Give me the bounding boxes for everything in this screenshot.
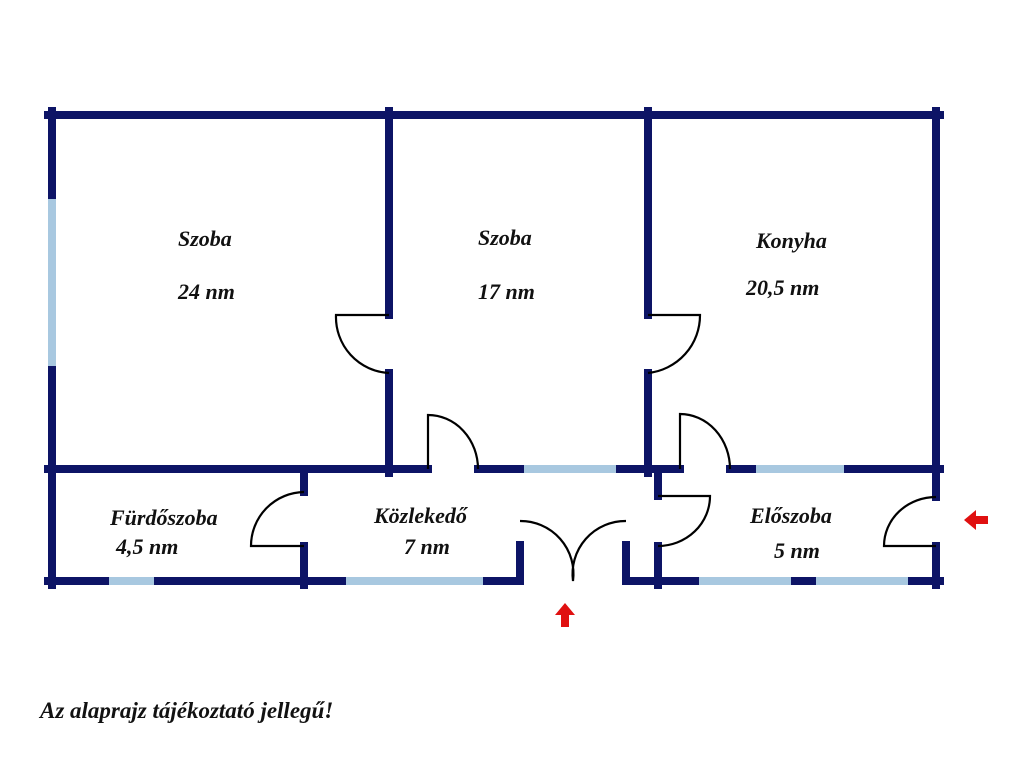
- room-area-eloszoba: 5 nm: [774, 538, 820, 563]
- red-left-arrow-icon: [964, 510, 988, 530]
- room-name-konyha: Konyha: [755, 228, 827, 253]
- doors: [249, 313, 937, 582]
- door-szoba2-hall: [426, 413, 480, 470]
- door-konyha-hall: [678, 412, 732, 470]
- room-area-szoba-1: 24 nm: [177, 279, 235, 304]
- room-area-furdoszoba: 4,5 nm: [115, 534, 178, 559]
- door-szoba1-szoba2: [334, 313, 390, 375]
- door-front-entrance: [519, 519, 627, 582]
- walls: [44, 107, 944, 589]
- windows: [48, 195, 912, 585]
- disclaimer-note: Az alaprajz tájékoztató jellegű!: [40, 698, 334, 723]
- room-name-kozlekedo: Közlekedő: [373, 503, 469, 528]
- room-labels: Szoba 24 nm Szoba 17 nm Konyha 20,5 nm F…: [109, 225, 832, 563]
- room-name-eloszoba: Előszoba: [749, 503, 832, 528]
- room-area-kozlekedo: 7 nm: [404, 534, 450, 559]
- door-szoba2-konyha: [647, 313, 702, 375]
- entrance-arrows: [555, 510, 988, 627]
- red-up-arrow-icon: [555, 603, 575, 627]
- room-area-konyha: 20,5 nm: [745, 275, 819, 300]
- room-name-szoba-2: Szoba: [478, 225, 532, 250]
- room-name-furdoszoba: Fürdőszoba: [109, 505, 218, 530]
- door-eloszoba-hall: [657, 494, 712, 548]
- room-name-szoba-1: Szoba: [178, 226, 232, 251]
- door-furdoszoba: [249, 490, 305, 548]
- room-area-szoba-2: 17 nm: [478, 279, 535, 304]
- door-side-entrance: [882, 495, 937, 548]
